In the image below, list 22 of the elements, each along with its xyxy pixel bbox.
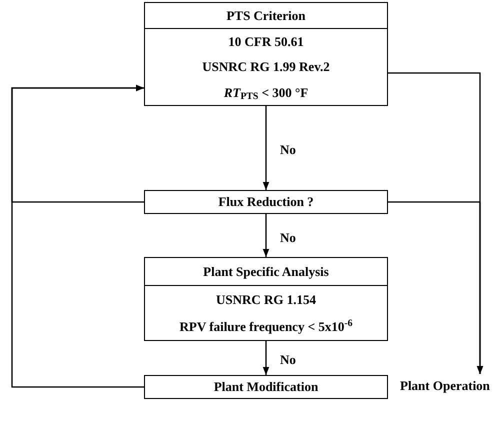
- box-text: USNRC RG 1.99 Rev.2: [202, 58, 330, 76]
- box-text: 10 CFR 50.61: [228, 33, 304, 52]
- box-heading: Plant Specific Analysis: [203, 262, 329, 281]
- box-text: Plant Modification: [214, 378, 318, 396]
- arrow: [388, 201, 484, 374]
- edge-label: No: [278, 230, 298, 244]
- arrow: [262, 214, 270, 257]
- arrow: [11, 84, 144, 388]
- box-heading: PTS Criterion: [226, 6, 306, 25]
- process-box: [144, 257, 388, 341]
- box-text: RPV failure frequency < 5x10$^{-6}$: [180, 316, 352, 336]
- edge-label: No: [278, 143, 298, 156]
- box-text: USNRC RG 1.154: [216, 290, 316, 309]
- arrow: [262, 106, 270, 190]
- box-text: RT$_{PTS}$ < 300 °F: [224, 84, 308, 102]
- edge-label: No: [278, 353, 298, 366]
- process-box: [144, 375, 388, 399]
- box-text: Flux Reduction ?: [218, 193, 314, 212]
- arrow: [262, 341, 270, 375]
- process-box: [144, 190, 388, 214]
- outcome-text: Plant Operation: [400, 377, 490, 395]
- process-box: [144, 2, 388, 106]
